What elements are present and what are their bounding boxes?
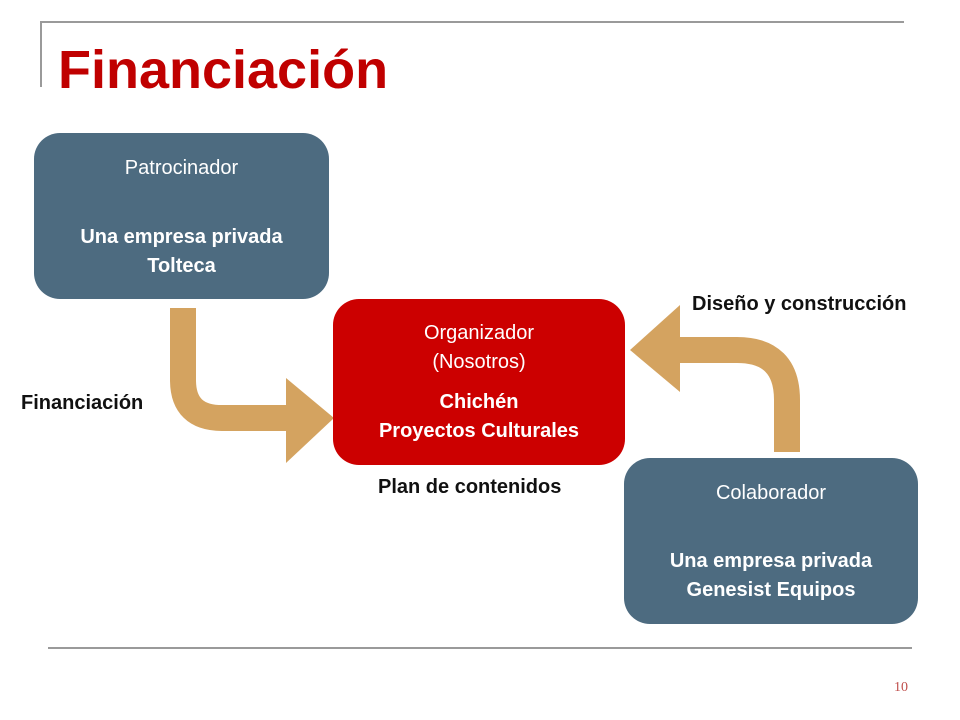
content-plan-label: Plan de contenidos: [378, 476, 562, 498]
sponsor-role: Patrocinador: [124, 157, 239, 179]
slide-title: Financiación: [58, 40, 389, 100]
collaborator-entity-line2: Genesist Equipos: [686, 579, 856, 601]
sponsor-entity-line1: Una empresa privada: [80, 226, 283, 248]
footer-rule: [48, 647, 912, 649]
design-construction-arrow: [630, 305, 800, 452]
organizer-role-line1: Organizador: [423, 322, 535, 344]
collaborator-entity-line1: Una empresa privada: [669, 550, 873, 572]
design-construction-label: Diseño y construcción: [692, 293, 907, 315]
organizer-entity-line2: Proyectos Culturales: [378, 420, 580, 442]
organizer-entity-line1: Chichén: [439, 391, 519, 413]
title-frame-left-line: [40, 21, 42, 87]
financing-label: Financiación: [21, 392, 144, 414]
financing-arrow: [170, 308, 334, 463]
title-frame-top-line: [40, 21, 904, 23]
page-number: 10: [894, 680, 908, 695]
sponsor-entity-line2: Tolteca: [147, 255, 216, 277]
collaborator-role: Colaborador: [715, 482, 827, 504]
sponsor-box: Patrocinador Una empresa privada Tolteca: [34, 133, 329, 299]
collaborator-box: Colaborador Una empresa privada Genesist…: [624, 458, 918, 624]
organizer-role-line2: (Nosotros): [432, 351, 526, 373]
organizer-box: Organizador (Nosotros) Chichén Proyectos…: [333, 299, 625, 465]
